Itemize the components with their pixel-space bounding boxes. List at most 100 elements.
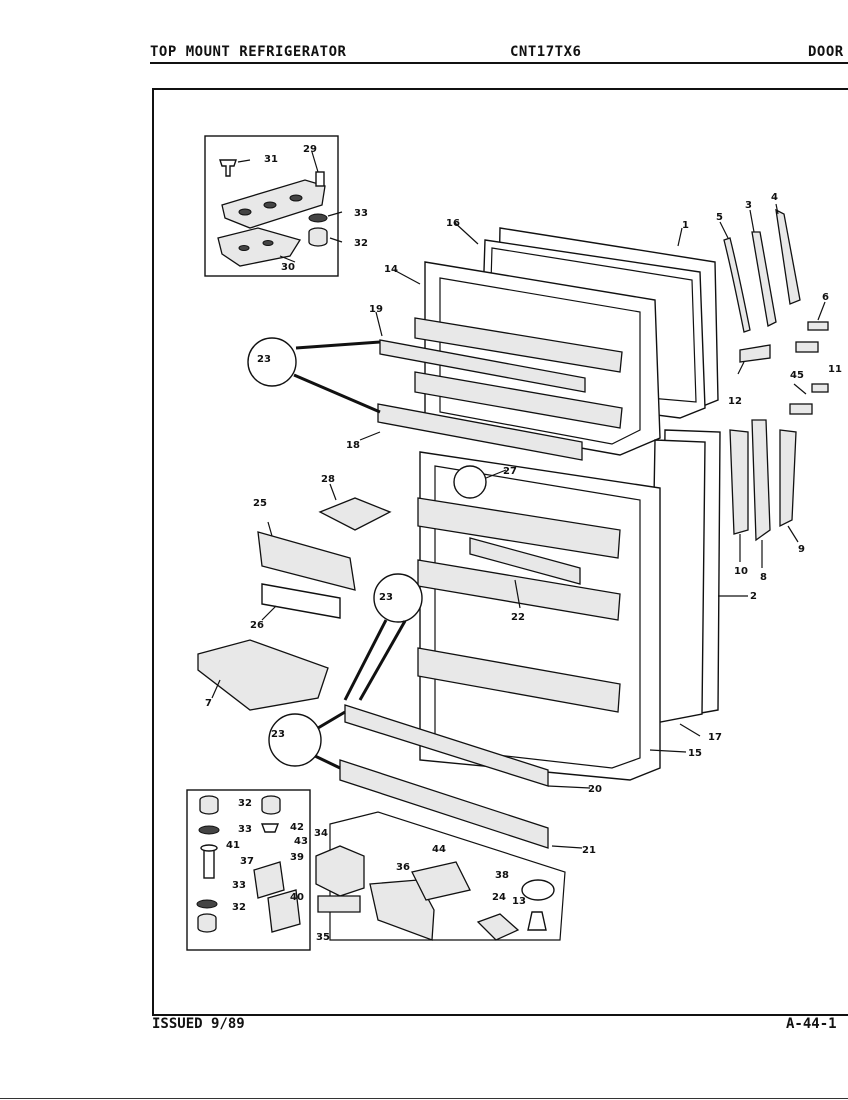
freezer-liner-shelf-upper [414, 317, 623, 373]
part-39-hinge [253, 861, 285, 899]
part-43-screw [260, 823, 280, 833]
callout-37: 37 [240, 856, 254, 867]
part-38-cap [521, 879, 555, 901]
callout-24: 24 [492, 892, 506, 903]
callout-10: 10 [734, 566, 748, 577]
callout-3: 3 [745, 200, 752, 211]
part-30-shim [217, 227, 302, 267]
diagram-frame [152, 88, 848, 1016]
part-10-hinge-cover [729, 429, 749, 535]
part-28-dairy-door [318, 497, 392, 531]
callout-25: 25 [253, 498, 267, 509]
part-44-hinge-shim [411, 861, 471, 901]
part-33-washer [308, 213, 328, 223]
callout-18: 18 [346, 440, 360, 451]
part-26-compartment-trim [261, 583, 341, 619]
part-23-clip-detail-upper [247, 337, 297, 387]
callout-34: 34 [314, 828, 328, 839]
fresh-food-door-assembly [417, 429, 721, 781]
part-45-spacer-lower [789, 403, 813, 415]
part-23-clip-detail-lower [268, 713, 322, 767]
part-21-door-bottom-bar [339, 759, 549, 849]
part-32-bushing-upper [199, 795, 219, 815]
callout-27: 27 [503, 466, 517, 477]
header-model-number: CNT17TX6 [510, 44, 582, 60]
callout-22: 22 [511, 612, 525, 623]
part-27-retainer-detail [453, 465, 487, 499]
callout-29: 29 [303, 144, 317, 155]
callout-40: 40 [290, 892, 304, 903]
callout-30: 30 [281, 262, 295, 273]
callout-23-lower: 23 [271, 729, 285, 740]
callout-32-top: 32 [354, 238, 368, 249]
header-model-type: TOP MOUNT REFRIGERATOR [150, 44, 347, 60]
part-8-hinge-trim [751, 419, 771, 542]
callout-42: 42 [290, 822, 304, 833]
callout-32-lower: 32 [232, 902, 246, 913]
part-40-hinge [267, 889, 301, 933]
callout-6: 6 [822, 292, 829, 303]
part-13-screw [527, 911, 547, 931]
callout-17: 17 [708, 732, 722, 743]
part-9-door-stop [779, 429, 797, 528]
bottom-hardware-group [329, 811, 566, 941]
part-42-bushing [261, 795, 281, 815]
callout-20: 20 [588, 784, 602, 795]
top-hinge-inset [204, 135, 343, 277]
callout-35: 35 [316, 932, 330, 943]
part-6-plug [807, 321, 829, 331]
part-15-fresh-food-liner [419, 451, 661, 781]
part-34-hinge-bracket [315, 845, 365, 897]
page-bottom-rule [0, 1098, 848, 1099]
callout-33-lower: 33 [232, 880, 246, 891]
callout-15: 15 [688, 748, 702, 759]
callout-44: 44 [432, 844, 446, 855]
callout-7: 7 [205, 698, 212, 709]
fresh-food-liner-shelf-1 [417, 497, 621, 559]
header-rule [150, 62, 848, 64]
callout-21: 21 [582, 845, 596, 856]
callout-16: 16 [446, 218, 460, 229]
footer-page-code: A-44-1 [786, 1016, 837, 1032]
part-35-plate [317, 895, 361, 913]
callout-11: 11 [828, 364, 842, 375]
callout-23-upper: 23 [257, 354, 271, 365]
part-7-egg-tray [197, 639, 329, 711]
part-36-hinge-plate [369, 879, 435, 941]
leader-lines [211, 203, 826, 849]
fresh-food-liner-shelf-2 [417, 559, 621, 621]
part-4-hinge-trim [775, 208, 801, 305]
bottom-hinge-inset [186, 789, 311, 951]
part-32-bushing [308, 227, 328, 247]
callout-33-upper: 33 [238, 824, 252, 835]
callout-1: 1 [682, 220, 689, 231]
part-24-hinge-bracket [476, 913, 520, 941]
callout-31: 31 [264, 154, 278, 165]
part-29-hinge-pin [315, 171, 325, 187]
callout-41: 41 [226, 840, 240, 851]
callout-45: 45 [790, 370, 804, 381]
part-33-washer-upper [198, 825, 220, 835]
callout-26: 26 [250, 620, 264, 631]
callout-2: 2 [750, 591, 757, 602]
callout-38: 38 [495, 870, 509, 881]
freezer-liner-shelf-lower [414, 371, 623, 429]
part-32-bushing-lower [197, 913, 217, 933]
fresh-food-liner-shelf-3 [417, 647, 621, 713]
part-3-hinge-cover [751, 231, 777, 327]
callout-32-upper: 32 [238, 798, 252, 809]
part-25-dairy-compartment [257, 531, 356, 591]
callout-labels: 1 2 3 4 5 6 7 8 9 10 11 12 13 14 15 16 1… [205, 144, 842, 943]
part-19-freezer-shelf-front [379, 339, 586, 393]
part-5-door-stop [723, 237, 751, 333]
footer-rule [152, 1014, 848, 1016]
callout-13: 13 [512, 896, 526, 907]
callout-4: 4 [771, 192, 778, 203]
callout-36: 36 [396, 862, 410, 873]
part-12-hinge-bracket [739, 344, 771, 363]
callout-39: 39 [290, 852, 304, 863]
callout-28: 28 [321, 474, 335, 485]
callout-43: 43 [294, 836, 308, 847]
callout-19: 19 [369, 304, 383, 315]
part-37-hinge-pin [203, 847, 215, 879]
